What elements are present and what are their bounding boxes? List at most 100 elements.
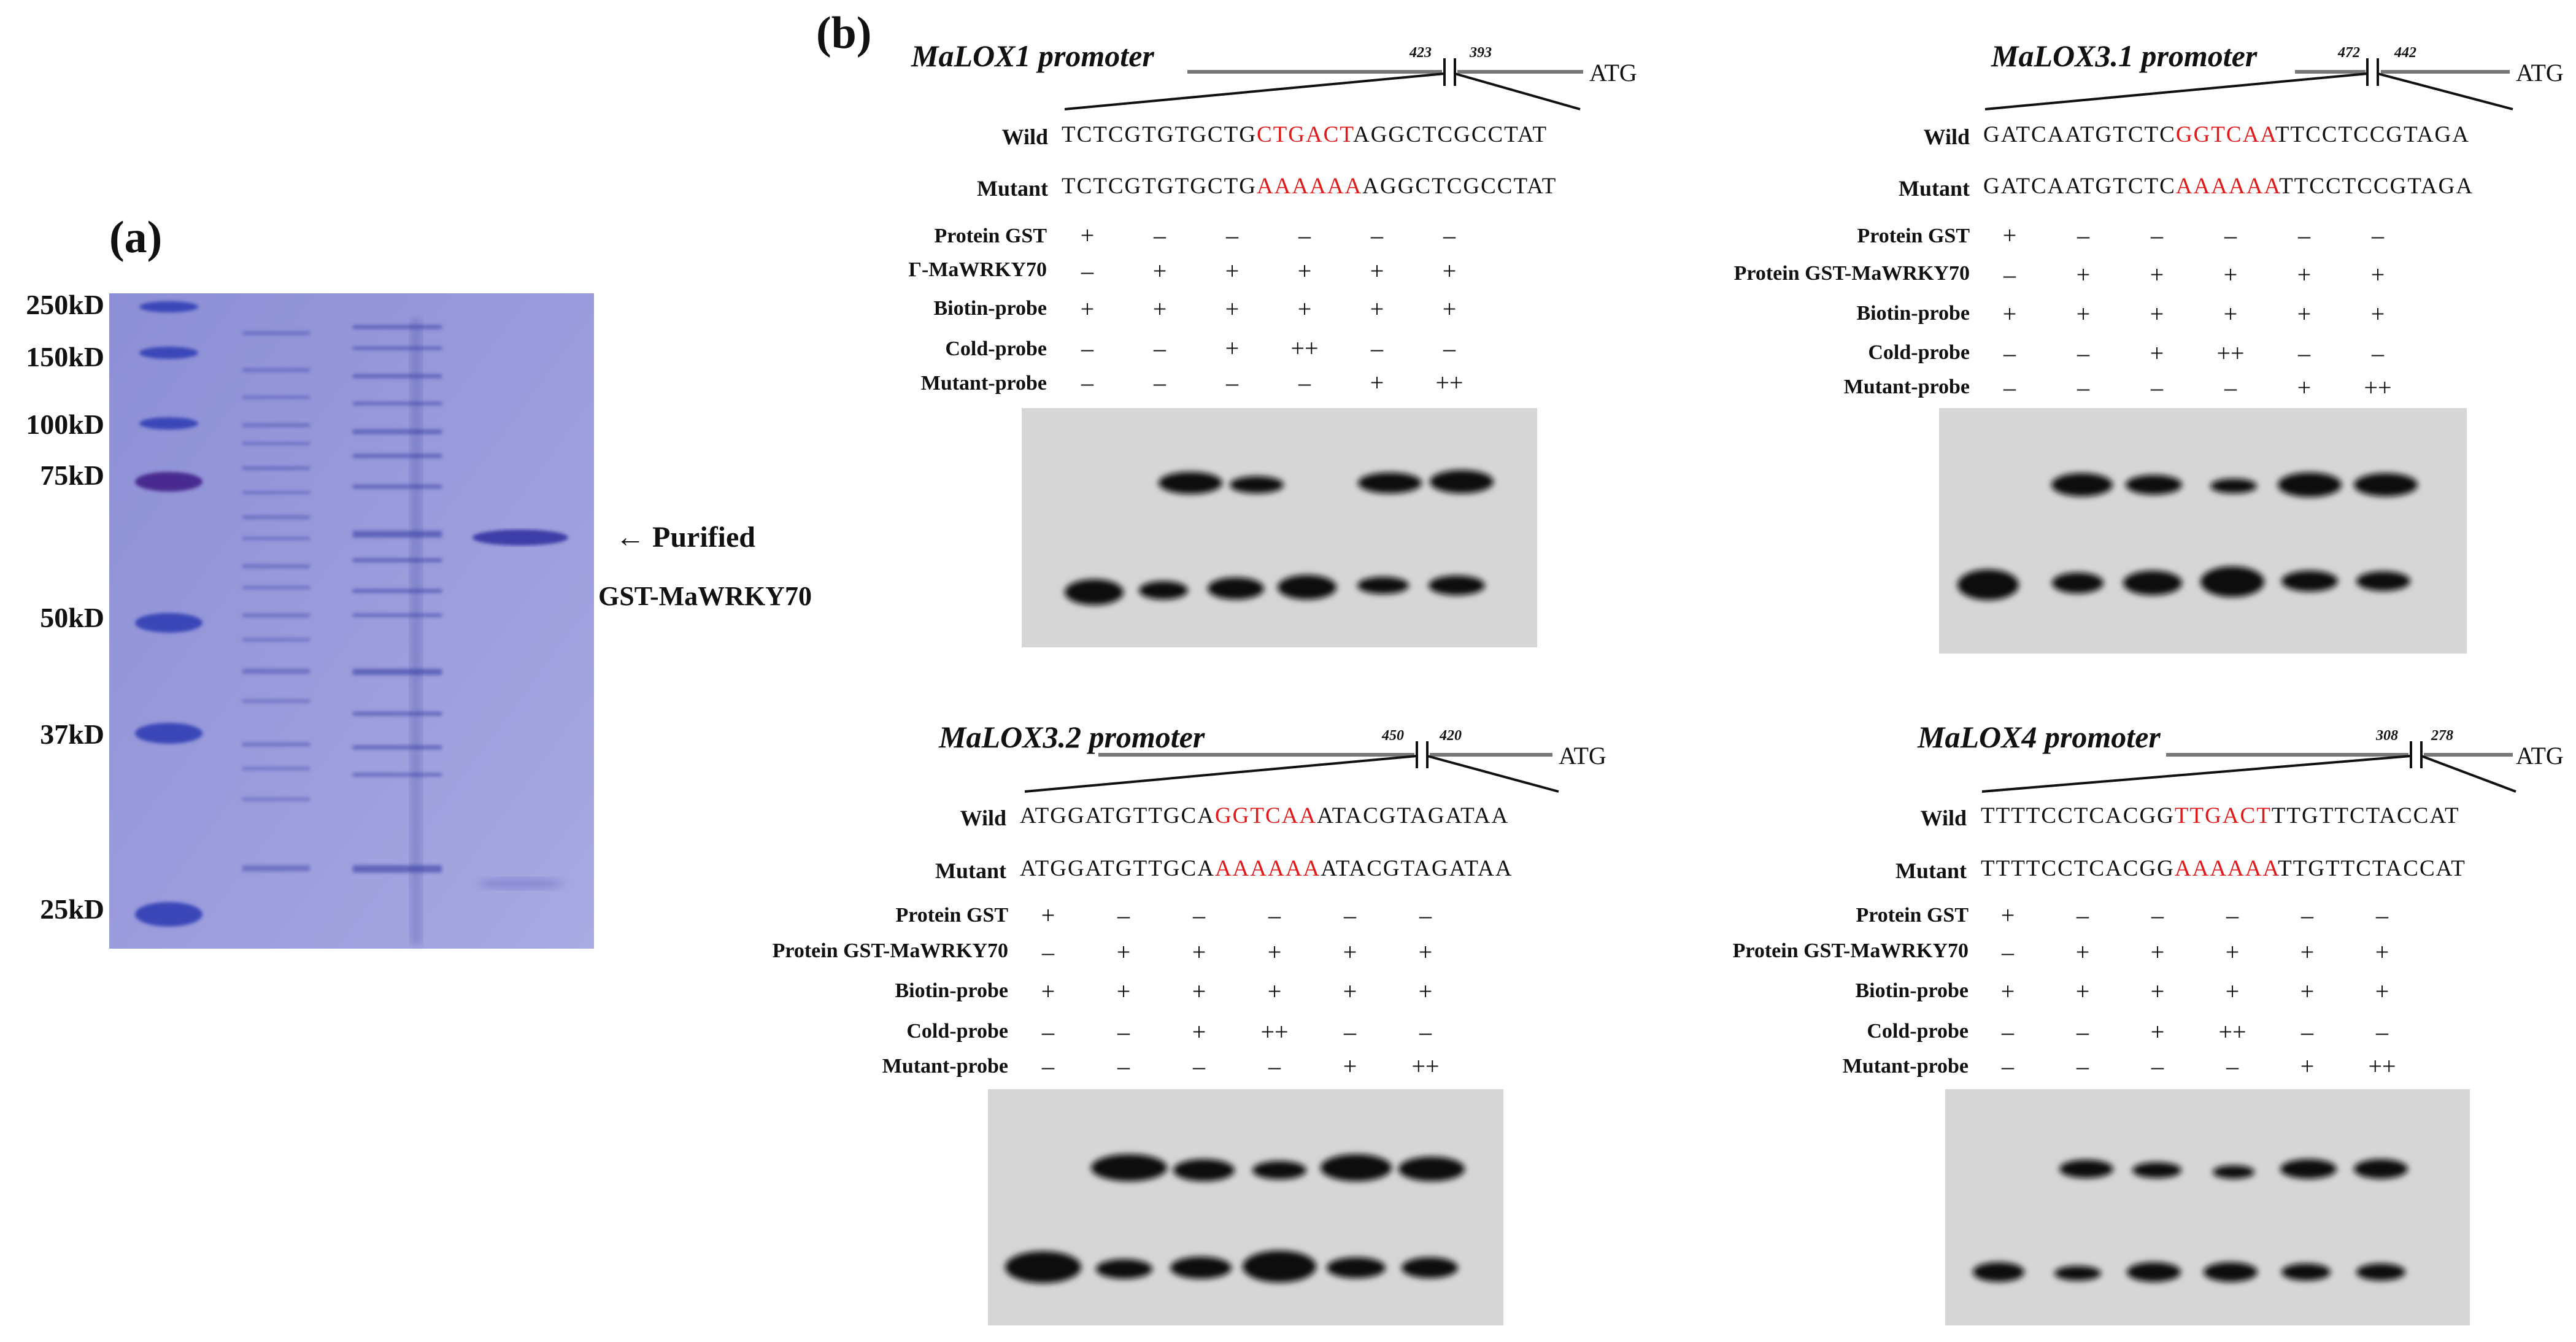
lane-symbol: – xyxy=(2224,374,2237,401)
atg-label: ATG xyxy=(2516,59,2564,87)
mutant-sequence: ATGGATGTTGCAAAAAAAATACGTAGATAA xyxy=(1020,856,1513,881)
lane-symbol: – xyxy=(1042,938,1054,966)
lane-symbol: + xyxy=(1267,978,1282,1005)
marker-50kd: 50kD xyxy=(40,602,104,633)
lane-symbol: – xyxy=(2002,938,2014,966)
lane-symbol: + xyxy=(1297,295,1312,323)
row-label: Protein GST xyxy=(934,225,1047,247)
lane-symbol: + xyxy=(2150,978,2165,1005)
lane-symbol: – xyxy=(2151,374,2163,401)
lane-symbol: – xyxy=(2376,901,2388,929)
row-label: Biotin-probe xyxy=(895,979,1008,1002)
row-label: Mutant-probe xyxy=(1842,1055,1969,1078)
lane-symbol: – xyxy=(2301,901,2313,929)
lane-symbol: – xyxy=(1117,901,1130,929)
lane-symbol: – xyxy=(1371,222,1383,249)
marker-75kd: 75kD xyxy=(40,460,104,491)
lane-symbol: – xyxy=(2151,222,2163,249)
lane-symbol: ++ xyxy=(2216,339,2245,367)
lane-symbol: – xyxy=(1081,257,1093,285)
lane-symbol: – xyxy=(2372,339,2384,367)
lane-symbol: – xyxy=(2077,374,2089,401)
lane-symbol: + xyxy=(2150,938,2165,966)
lane-symbol: – xyxy=(1042,1052,1054,1080)
lane-symbol: – xyxy=(1226,369,1238,396)
lane-symbol: ++ xyxy=(2368,1052,2396,1080)
lane-symbol: + xyxy=(1370,295,1384,323)
lane-symbol: – xyxy=(2003,374,2016,401)
promoter-title: MaLOX1 promoter xyxy=(911,39,1154,73)
lane-symbol: – xyxy=(1193,901,1205,929)
lane-symbol: + xyxy=(2297,374,2312,401)
mutant-label: Mutant xyxy=(1895,858,1967,883)
mutant-label: Mutant xyxy=(1899,176,1970,201)
lane-symbol: – xyxy=(1371,334,1383,362)
row-label: Cold-probe xyxy=(1868,341,1970,364)
lane-symbol: + xyxy=(2297,261,2312,288)
lane-symbol: ++ xyxy=(2218,1018,2246,1046)
wild-sequence: TCTCGTGTGCTGCTGACTAGGCTCGCCTAT xyxy=(1062,122,1548,147)
lane-symbol: + xyxy=(1442,295,1457,323)
lane-symbol: + xyxy=(1225,257,1240,285)
lane-symbol: – xyxy=(2224,222,2237,249)
protein-label: GST-MaWRKY70 xyxy=(598,581,812,611)
lane-symbol: – xyxy=(1042,1018,1054,1046)
lane-symbol: – xyxy=(2002,1018,2014,1046)
position-left: 472 xyxy=(2338,45,2360,61)
lane-symbol: + xyxy=(1192,938,1206,966)
lane-symbol: – xyxy=(2226,901,2239,929)
position-left: 450 xyxy=(1382,728,1404,744)
lane-symbol: + xyxy=(1267,938,1282,966)
atg-label: ATG xyxy=(2516,742,2564,769)
lane-symbol: + xyxy=(2075,938,2090,966)
lane-symbol: + xyxy=(1370,369,1384,396)
position-right: 278 xyxy=(2431,728,2453,744)
row-label: Protein GST xyxy=(1857,225,1970,247)
lane-symbol: – xyxy=(1226,222,1238,249)
lane-symbol: + xyxy=(1192,1018,1206,1046)
mutant-sequence: TCTCGTGTGCTGAAAAAAAGGCTCGCCTAT xyxy=(1062,174,1557,199)
position-right: 393 xyxy=(1470,45,1492,61)
lane-symbol: + xyxy=(1225,334,1240,362)
marker-100kd: 100kD xyxy=(26,409,104,440)
wild-label: Wild xyxy=(1001,125,1048,149)
lane-symbol: – xyxy=(2151,1052,2164,1080)
lane-symbol: – xyxy=(1081,334,1093,362)
row-label: Protein GST xyxy=(1856,904,1969,927)
atg-label: ATG xyxy=(1559,742,1606,769)
row-label: Protein GST xyxy=(895,904,1008,927)
purified-arrow-label: ← Purified xyxy=(615,521,755,553)
lane-symbol: – xyxy=(1268,1052,1281,1080)
promoter-title: MaLOX4 promoter xyxy=(1918,720,2161,754)
position-right: 442 xyxy=(2394,45,2416,61)
lane-symbol: + xyxy=(2375,978,2389,1005)
row-label: Cold-probe xyxy=(906,1020,1008,1043)
lane-symbol: – xyxy=(2077,1052,2089,1080)
lane-symbol: + xyxy=(2002,222,2017,249)
lane-symbol: – xyxy=(2226,1052,2239,1080)
lane-symbol: + xyxy=(1343,978,1357,1005)
lane-symbol: + xyxy=(2150,300,2164,328)
lane-symbol: – xyxy=(2003,339,2016,367)
wild-label: Wild xyxy=(1920,806,1967,830)
row-label: Biotin-probe xyxy=(1855,979,1969,1002)
lane-symbol: – xyxy=(2003,261,2016,288)
lane-symbol: + xyxy=(2002,300,2017,328)
lane-symbol: + xyxy=(1418,978,1433,1005)
row-label: Mutant-probe xyxy=(882,1055,1008,1078)
lane-symbol: + xyxy=(1442,257,1457,285)
lane-symbol: + xyxy=(2370,300,2385,328)
lane-symbol: ++ xyxy=(1290,334,1319,362)
lane-symbol: – xyxy=(2372,222,2384,249)
lane-symbol: + xyxy=(2225,938,2240,966)
lane-symbol: + xyxy=(1080,295,1095,323)
mutant-label: Mutant xyxy=(977,176,1048,201)
marker-250kd: 250kD xyxy=(26,289,104,320)
row-label: Protein GST-MaWRKY70 xyxy=(1732,939,1969,962)
marker-150kd: 150kD xyxy=(26,341,104,372)
lane-symbol: + xyxy=(1152,257,1167,285)
position-left: 423 xyxy=(1409,45,1432,61)
row-label: Biotin-probe xyxy=(933,297,1047,320)
